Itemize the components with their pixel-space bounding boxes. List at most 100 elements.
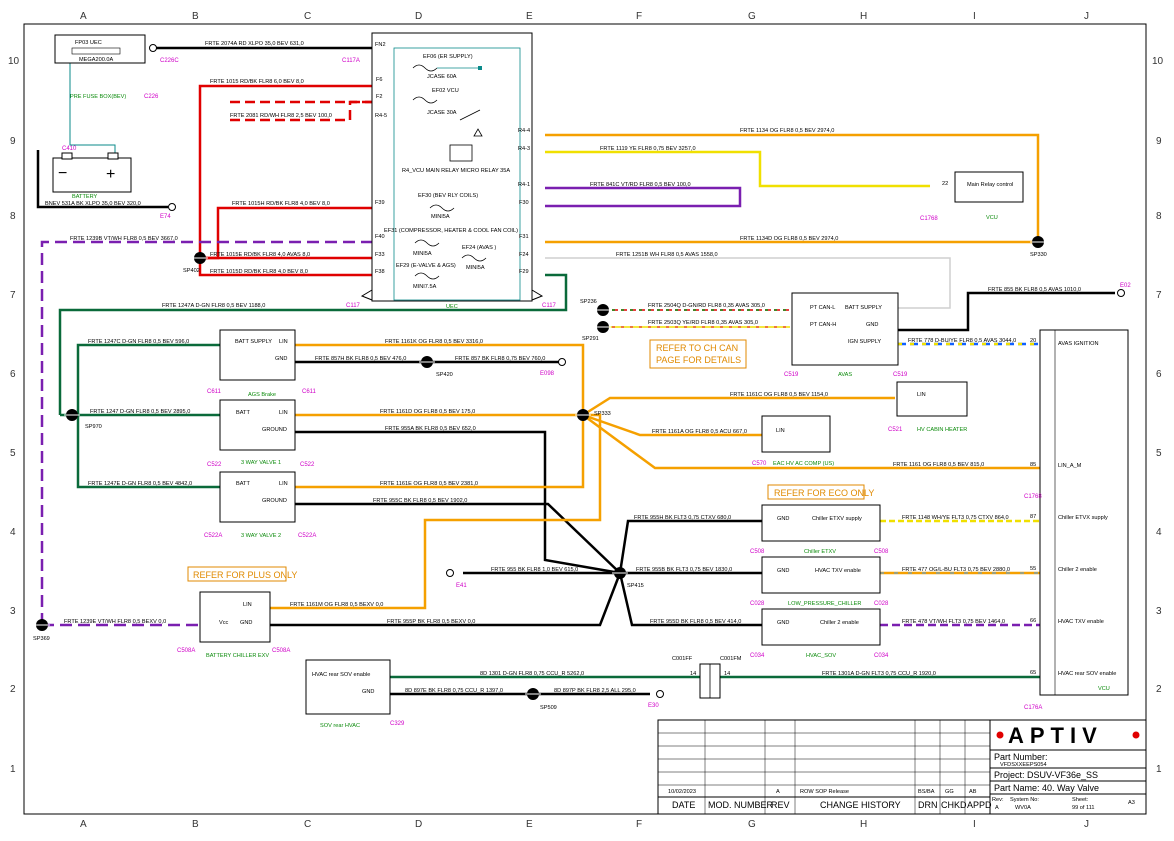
wire-label-w19: FRTE 1247C D-GN FLR8 0,5 BEV 596,0 xyxy=(88,339,189,345)
sov-rear-caption: SOV rear HVAC xyxy=(320,723,360,729)
avas-caption: AVAS xyxy=(838,372,852,378)
avas: PT CAN-L PT CAN-H BATT SUPPLY GND IGN SU… xyxy=(784,292,908,378)
ags-pin-lin: LIN xyxy=(279,339,288,345)
wire-841c xyxy=(545,186,742,208)
relay-r4: R4_VCU MAIN RELAY MICRO RELAY 35A xyxy=(402,168,510,174)
part-number-label: Part Number: xyxy=(994,752,1048,762)
label-appd: APPD xyxy=(967,800,992,810)
valve2-conn1: C522A xyxy=(204,533,222,539)
wire-1161k xyxy=(295,343,585,415)
wire-label-w14: FRTE 855 BK FLR8 0,5 AVAS 1010,0 xyxy=(988,287,1081,293)
ags-pin-gnd: GND xyxy=(275,356,287,362)
drawing-frame xyxy=(23,23,1147,815)
splice-sp236-label: SP236 xyxy=(580,299,597,305)
avas-pin-canh: PT CAN-H xyxy=(810,322,836,328)
splice-sp369 xyxy=(33,618,51,632)
sov-pin-chiller2: Chiller 2 enable xyxy=(820,620,859,626)
exv-pin-gnd: GND xyxy=(240,620,252,626)
splice-sp330-label: SP330 xyxy=(1030,252,1047,258)
vcu-caption: VCU xyxy=(1098,686,1110,692)
grid-row-labels: 10 9 8 7 6 5 4 3 2 1 10 9 8 7 6 5 4 3 2 … xyxy=(8,56,1164,775)
splice-sp415-label: SP415 xyxy=(627,583,644,589)
inline-b: C001FM xyxy=(720,656,742,662)
ground-e30 xyxy=(656,690,664,698)
grid-row-4: 4 xyxy=(10,527,16,538)
valve1-pin-lin: LIN xyxy=(279,410,288,416)
ags-conn2: C611 xyxy=(302,389,317,395)
main-relay-control: Main Relay control VCU C1768 22 xyxy=(920,171,1024,222)
etxv-pin-gnd: GND xyxy=(777,516,789,522)
inline-pa: 14 xyxy=(690,671,696,677)
wire-label-w39: FRTE 955D BK FLR8 0,5 BEV 414,0 xyxy=(650,619,741,625)
fuse-ef31: EF31 (COMPRESSOR, HEATER & COOL FAN COIL… xyxy=(384,228,518,234)
valve2-caption: 3 WAY VALVE 2 xyxy=(241,533,281,539)
uec-pin-f40: F40 xyxy=(375,234,385,240)
battery-conn: C410 xyxy=(62,146,77,152)
wire-label-w28: FRTE 1161 OG FLR8 0,5 BEV 815,0 xyxy=(893,462,984,468)
note-ch-can-line1: REFER TO CH CAN xyxy=(656,343,738,353)
grid-col-i: I xyxy=(973,11,976,22)
sov-rear-conn: C329 xyxy=(390,721,405,727)
avas-pin-ign: IGN SUPPLY xyxy=(848,339,881,345)
grid-col-h: H xyxy=(860,11,867,22)
valve1-conn2: C522 xyxy=(300,462,315,468)
fuse-ef06-part: JCASE 60A xyxy=(427,74,457,80)
label-date: DATE xyxy=(672,800,695,810)
exv-pin-vcc: Vcc xyxy=(219,620,229,626)
sov-conn1: C034 xyxy=(750,653,765,659)
fuse-ef24: EF24 (AVAS ) xyxy=(462,245,496,251)
etxv-conn1: C508 xyxy=(750,549,765,555)
ground-e098 xyxy=(558,358,566,366)
sov-rear-pin-enable: HVAC rear SOV enable xyxy=(312,672,370,678)
uec-pin-f39: F39 xyxy=(375,200,385,206)
wire-2081 xyxy=(230,100,372,122)
wire-label-w18: FRTE 1247A D-GN FLR8 0,5 BEV 1188,0 xyxy=(162,303,265,309)
release-drn: BS/BA xyxy=(918,789,935,795)
uec-pin-r45: R4-5 xyxy=(375,113,387,119)
release-rev: A xyxy=(776,789,780,795)
wire-1161a xyxy=(582,413,762,437)
wire-label-w34: FRTE 955 BK FLR8 1,0 BEV 615,0 xyxy=(491,567,578,573)
sov-conn2: C034 xyxy=(874,653,889,659)
valve1-pin-batt: BATT xyxy=(236,410,250,416)
wire-1161m xyxy=(270,413,602,610)
eac-pin-lin: LIN xyxy=(776,428,785,434)
grid-col-b: B xyxy=(192,11,199,22)
valve1-pin-ground: GROUND xyxy=(262,427,287,433)
wire-1161 xyxy=(582,413,1040,470)
grid-col-h-bottom: H xyxy=(860,819,867,830)
ground-e74 xyxy=(168,203,176,211)
fuse-ef24-part: MINI5A xyxy=(466,265,485,271)
fuse-ef02: EF02 VCU xyxy=(432,88,459,94)
uec-pin-f29: F29 xyxy=(519,269,529,275)
ags-pin-batt: BATT SUPPLY xyxy=(235,339,272,345)
aptiv-logo: APTIV xyxy=(1008,723,1103,748)
wire-label-w37: FRTE 1161M OG FLR8 0,5 BEXV 0,0 xyxy=(290,602,383,608)
wire-label-w10: FRTE 1119 YE FLR8 0,75 BEV 3257,0 xyxy=(600,146,696,152)
vcu-conn: C1768 xyxy=(1024,494,1042,500)
wire-955p xyxy=(270,572,622,627)
grid-row-3: 3 xyxy=(10,606,16,617)
fuse-box-title: FP03 UEC xyxy=(75,40,102,46)
uec-conn-top: C117A xyxy=(342,58,360,64)
grid-row-8: 8 xyxy=(10,211,16,222)
grid-row-5-right: 5 xyxy=(1156,448,1162,459)
avas-conn2: C519 xyxy=(893,372,908,378)
wire-label-w22: FRTE 857 BK FLR8 0,75 BEV 760,0 xyxy=(455,356,545,362)
sheet-size: A3 xyxy=(1128,800,1135,806)
uec-pin-r43: R4-3 xyxy=(518,146,530,152)
splice-sp509-label: SP509 xyxy=(540,705,557,711)
note-eco: REFER FOR ECO ONLY xyxy=(774,488,874,498)
heater-caption: HV CABIN HEATER xyxy=(917,427,967,433)
avas-pin-gnd: GND xyxy=(866,322,878,328)
avas-pin-batt: BATT SUPPLY xyxy=(845,305,882,311)
splice-sp970-label: SP970 xyxy=(85,424,102,430)
notes: REFER TO CH CAN PAGE FOR DETAILS REFER F… xyxy=(187,339,874,582)
system-label: System No: xyxy=(1010,797,1039,803)
uec-pin-f6: F6 xyxy=(376,77,383,83)
fuse-ef30-part: MINI5A xyxy=(431,214,450,220)
label-drn: DRN xyxy=(918,800,938,810)
lp-pin-txv: HVAC TXV enable xyxy=(815,568,861,574)
sov-caption: HVAC_SOV xyxy=(806,653,836,659)
avas-pin-canl: PT CAN-L xyxy=(810,305,835,311)
